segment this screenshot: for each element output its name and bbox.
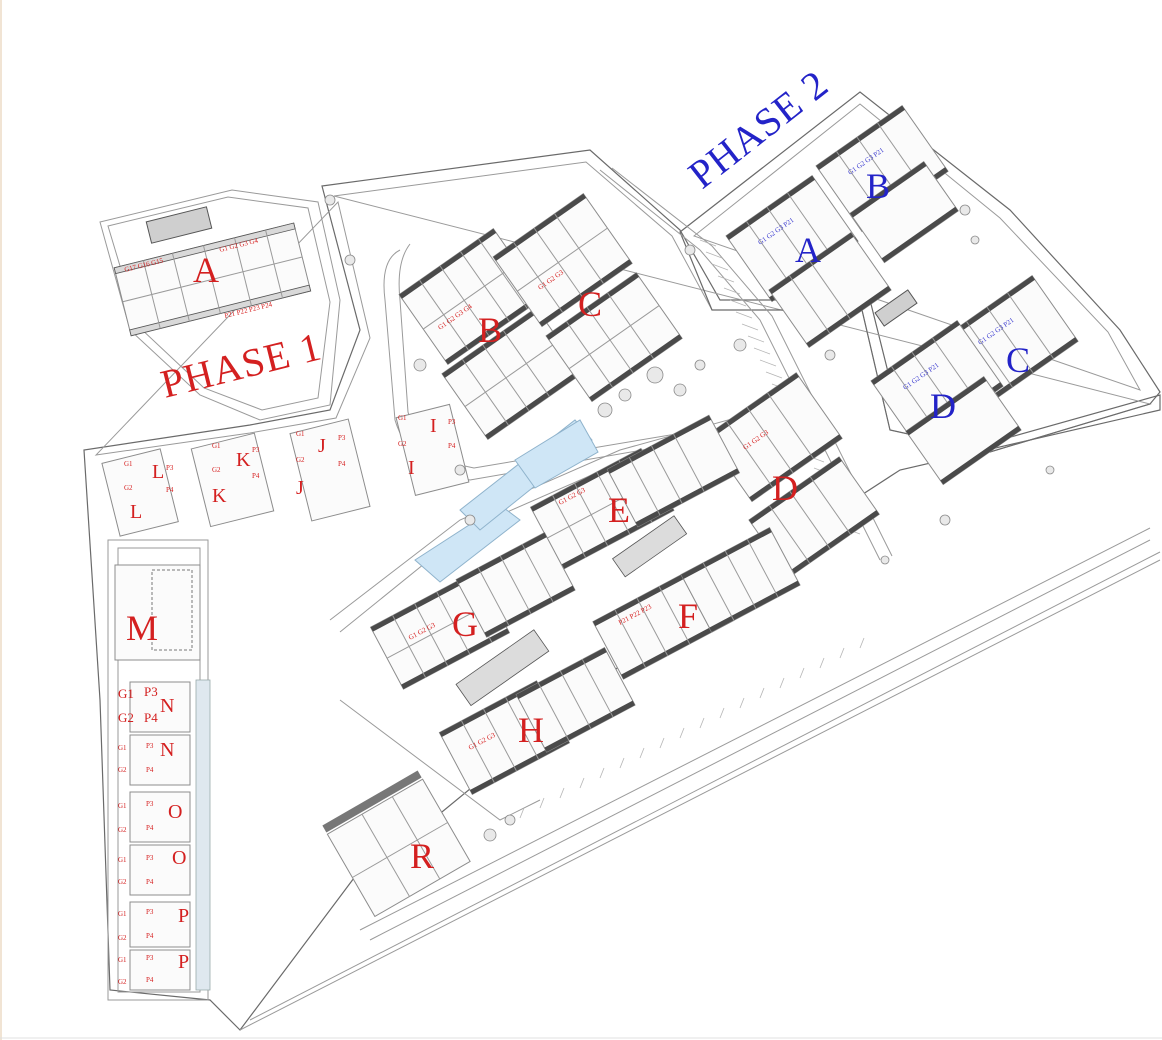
block-l-label-1: L <box>152 461 164 483</box>
phase1-block-f-label: F <box>678 596 698 636</box>
svg-text:P4: P4 <box>448 442 456 450</box>
svg-text:P3: P3 <box>338 434 346 442</box>
block-j-label-1: J <box>318 435 326 457</box>
svg-text:P4: P4 <box>146 976 154 984</box>
svg-text:G1: G1 <box>296 430 305 438</box>
svg-text:P4: P4 <box>166 486 174 494</box>
block-i-label-2: I <box>408 457 415 479</box>
svg-text:G2: G2 <box>296 456 305 464</box>
svg-text:G1: G1 <box>398 414 407 422</box>
svg-text:G2: G2 <box>124 484 133 492</box>
block-l-label-2: L <box>130 501 142 523</box>
block-o-label-2: O <box>172 847 186 869</box>
svg-text:G1: G1 <box>118 956 127 964</box>
svg-text:P4: P4 <box>146 766 154 774</box>
unit-p4-label: P4 <box>144 710 158 725</box>
pool-upper <box>514 419 599 489</box>
svg-text:G1: G1 <box>118 910 127 918</box>
block-p-label-2: P <box>178 951 189 973</box>
block-n-label-2: N <box>160 739 174 761</box>
svg-text:P3: P3 <box>146 908 154 916</box>
phase1-block-r-label: R <box>410 836 434 876</box>
pools <box>145 206 918 707</box>
svg-text:P3: P3 <box>166 464 174 472</box>
svg-text:G2: G2 <box>118 978 127 986</box>
svg-text:P4: P4 <box>252 472 260 480</box>
unit-g2-label: G2 <box>118 710 134 725</box>
svg-text:G2: G2 <box>118 878 127 886</box>
unit-g1-label: G1 <box>118 686 134 701</box>
phase1-block-d-label: D <box>772 468 798 508</box>
phase1-block-a-label: A <box>193 250 219 290</box>
phase1-block-h-label: H <box>518 710 544 750</box>
phase2-block-a-label: A <box>795 230 821 270</box>
building-blocks <box>101 104 1079 991</box>
phase2-block-c-label: C <box>1006 340 1030 380</box>
svg-text:P4: P4 <box>338 460 346 468</box>
phase2-block-b-label: B <box>866 166 890 206</box>
block-o-label-1: O <box>168 801 182 823</box>
svg-text:G1: G1 <box>124 460 133 468</box>
pool-phase1-a <box>145 206 213 244</box>
block-k-label-1: K <box>236 449 251 471</box>
block-j-label-2: J <box>296 477 304 499</box>
unit-p3-label: P3 <box>144 684 158 699</box>
svg-text:P3: P3 <box>146 854 154 862</box>
block-i-label-1: I <box>430 415 437 437</box>
svg-text:G2: G2 <box>212 466 221 474</box>
svg-text:P3: P3 <box>252 446 260 454</box>
svg-text:P3: P3 <box>146 954 154 962</box>
phase1-block-b-label: B <box>478 310 502 350</box>
svg-text:G2: G2 <box>398 440 407 448</box>
svg-text:G2: G2 <box>118 826 127 834</box>
phase1-block-m-label: M <box>126 608 158 648</box>
phase2-block-d-label: D <box>930 386 956 426</box>
svg-text:G2: G2 <box>118 934 127 942</box>
svg-text:G1: G1 <box>118 744 127 752</box>
svg-text:P4: P4 <box>146 932 154 940</box>
trees <box>324 194 1055 842</box>
svg-text:P4: P4 <box>146 824 154 832</box>
svg-text:G1: G1 <box>212 442 221 450</box>
svg-text:P3: P3 <box>146 800 154 808</box>
block-p-label-1: P <box>178 905 189 927</box>
phase1-block-e-label: E <box>608 490 630 530</box>
svg-text:P3: P3 <box>146 742 154 750</box>
pool-phase2 <box>874 289 918 327</box>
phase1-block-g-label: G <box>452 604 478 644</box>
svg-text:P4: P4 <box>146 878 154 886</box>
svg-text:G1: G1 <box>118 802 127 810</box>
block-k-label-2: K <box>212 485 227 507</box>
svg-text:P3: P3 <box>448 418 456 426</box>
block-n-label-1: N <box>160 695 174 717</box>
phase1-block-c-label: C <box>578 284 602 324</box>
phase1-label: PHASE 1 <box>156 323 326 406</box>
svg-text:G1: G1 <box>118 856 127 864</box>
svg-text:G2: G2 <box>118 766 127 774</box>
